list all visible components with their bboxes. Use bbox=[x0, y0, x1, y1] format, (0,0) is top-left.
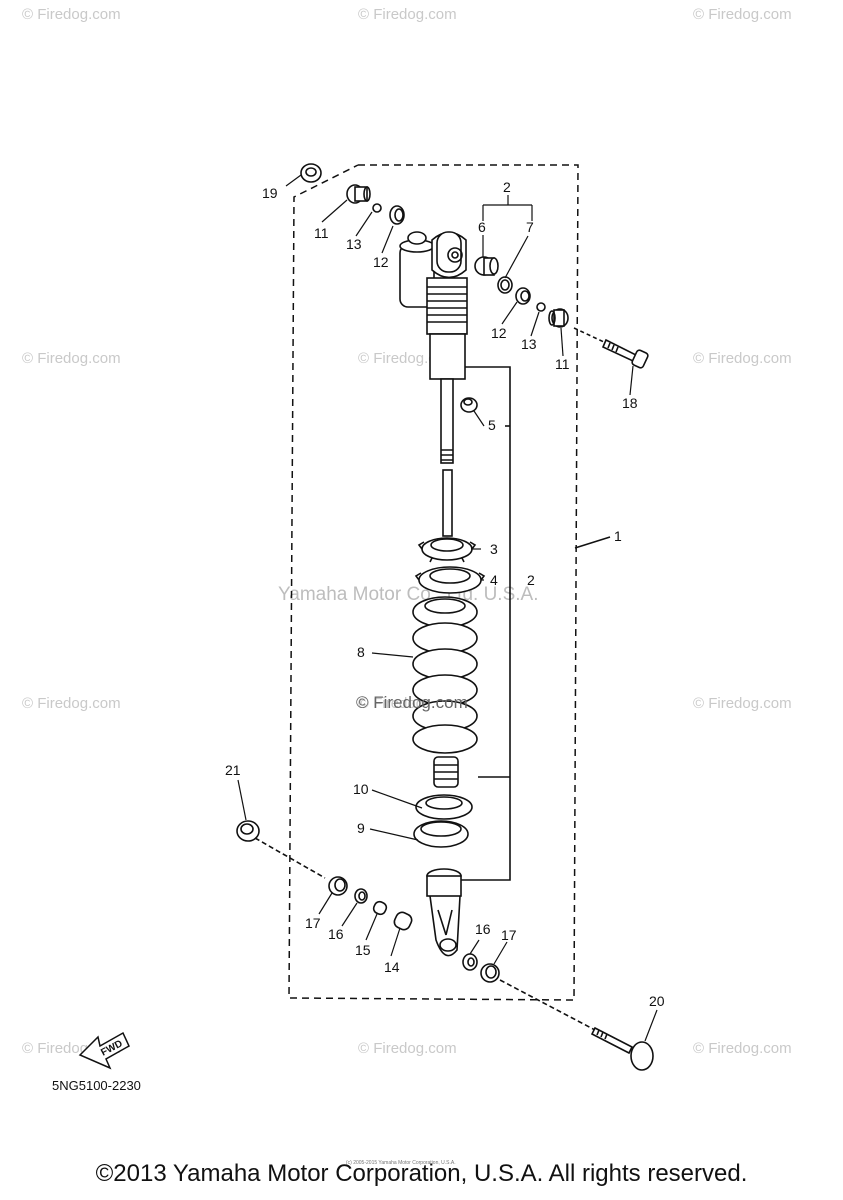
label-14: 14 bbox=[384, 959, 400, 975]
watermark: © Firedog.com bbox=[22, 695, 121, 712]
watermark: © Firedog.com bbox=[693, 1040, 792, 1057]
assembly-boundary bbox=[288, 164, 579, 1001]
label-7: 7 bbox=[526, 219, 534, 235]
label-19: 19 bbox=[262, 185, 278, 201]
label-4: 4 bbox=[490, 572, 498, 588]
bump-rubber bbox=[433, 756, 459, 788]
label-8: 8 bbox=[357, 644, 365, 660]
center-watermark-2: © Firedog.com bbox=[356, 693, 468, 712]
label-12: 12 bbox=[373, 254, 389, 270]
label-10: 10 bbox=[353, 781, 369, 797]
part-21-nut bbox=[236, 820, 260, 842]
label-6: 6 bbox=[478, 219, 486, 235]
leader-1 bbox=[574, 536, 611, 549]
label-9: 9 bbox=[357, 820, 365, 836]
label-11: 11 bbox=[314, 225, 329, 241]
part-20-bolt bbox=[499, 979, 654, 1071]
label-3: 3 bbox=[490, 541, 498, 557]
piston-rod bbox=[440, 378, 454, 537]
watermark: © Firedog.com bbox=[693, 695, 792, 712]
part-10-seat bbox=[415, 794, 473, 820]
part-5-nut bbox=[460, 397, 478, 413]
label-12b: 12 bbox=[491, 325, 507, 341]
part-8-spring bbox=[412, 596, 478, 754]
label-11b: 11 bbox=[555, 356, 570, 372]
lower-hardware bbox=[328, 876, 500, 983]
watermark: © Firedog.com bbox=[358, 6, 457, 23]
fwd-arrow-icon: FWD bbox=[78, 1031, 130, 1070]
label-18: 18 bbox=[622, 395, 638, 411]
leader-lines bbox=[237, 174, 658, 1042]
lower-axis bbox=[254, 837, 326, 879]
bracket-1 bbox=[455, 366, 511, 881]
label-13b: 13 bbox=[521, 336, 537, 352]
part-labels: 1 2 3 4 2 5 6 7 8 9 10 11 11 12 12 13 13… bbox=[225, 179, 665, 1009]
label-16b: 16 bbox=[475, 921, 491, 937]
label-1: 1 bbox=[614, 528, 622, 544]
upper-right-hardware bbox=[474, 256, 569, 328]
watermark: © Firedog.com bbox=[693, 6, 792, 23]
part-4-spring-guide bbox=[414, 566, 486, 594]
label-20: 20 bbox=[649, 993, 665, 1009]
copyright-footer: ©2013 Yamaha Motor Corporation, U.S.A. A… bbox=[95, 1160, 748, 1187]
upper-body bbox=[399, 231, 468, 380]
watermark: © Firedog.com bbox=[358, 1040, 457, 1057]
label-2: 2 bbox=[503, 179, 511, 195]
part-18-bolt bbox=[573, 327, 649, 369]
label-4-suffix: 2 bbox=[527, 572, 535, 588]
label-15: 15 bbox=[355, 942, 371, 958]
label-17b: 17 bbox=[501, 927, 517, 943]
label-17: 17 bbox=[305, 915, 321, 931]
watermark: © Firedog.com bbox=[22, 6, 121, 23]
watermark: © Firedog.com bbox=[22, 350, 121, 367]
upper-left-hardware bbox=[346, 184, 405, 225]
part-9-spring-seat bbox=[413, 820, 469, 848]
fine-print: (c) 2005-2015 Yamaha Motor Corporation, … bbox=[346, 1160, 456, 1166]
part-3-locknut bbox=[417, 537, 477, 563]
label-21: 21 bbox=[225, 762, 241, 778]
label-5: 5 bbox=[488, 417, 496, 433]
label-13: 13 bbox=[346, 236, 362, 252]
label-16: 16 bbox=[328, 926, 344, 942]
part-19-nut bbox=[300, 163, 322, 183]
lower-eye bbox=[426, 868, 462, 957]
watermark: © Firedog.com bbox=[693, 350, 792, 367]
diagram-code: 5NG5100-2230 bbox=[52, 1078, 141, 1093]
